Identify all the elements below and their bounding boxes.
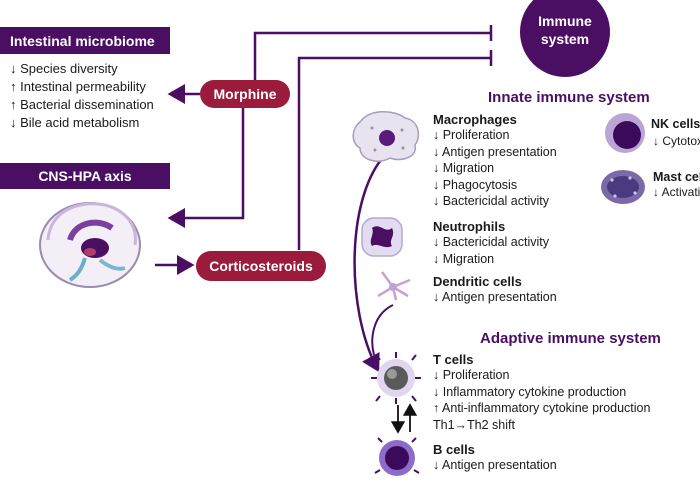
immune-line-2: system bbox=[540, 31, 590, 47]
nk-cell-icon bbox=[605, 113, 645, 153]
t-cells-item: ↑ Anti-inflammatory cytokine production bbox=[433, 401, 651, 415]
microbiome-title: Intestinal microbiome bbox=[10, 32, 155, 49]
nk-cells-title: NK cells bbox=[651, 117, 700, 131]
nk-cells-effects: ↓ Cytotoxicity bbox=[653, 133, 700, 150]
dendritic-cells-title: Dendritic cells bbox=[433, 274, 522, 289]
neutrophils-item: ↓ Migration bbox=[433, 251, 495, 266]
neutrophils-title: Neutrophils bbox=[433, 219, 506, 234]
t-cells-title: T cells bbox=[433, 352, 474, 367]
innate-section-title: Innate immune system bbox=[488, 89, 650, 106]
microbiome-item: ↓ Species diversity bbox=[10, 61, 118, 76]
mast-cells-title: Mast cells bbox=[653, 170, 700, 184]
macrophages-item: ↓ Antigen presentation bbox=[433, 144, 557, 159]
immune-system-label: Immune system bbox=[520, 12, 610, 48]
dendritic-to-tcell-curve bbox=[371, 304, 394, 356]
mast-cell-icon bbox=[601, 170, 645, 204]
dendritic-cells-block: Dendritic cells ↓ Antigen presentation bbox=[433, 274, 557, 306]
microbiome-item: ↑ Bacterial dissemination bbox=[10, 97, 154, 112]
microbiome-effects-list: ↓ Species diversity ↑ Intestinal permeab… bbox=[10, 60, 154, 132]
cns-banner: CNS-HPA axis bbox=[0, 163, 170, 189]
innate-to-adaptive-curve bbox=[353, 149, 391, 373]
dendritic-cell-icon bbox=[377, 271, 411, 301]
t-cells-item: ↓ Inflammatory cytokine production bbox=[433, 384, 627, 399]
brain-icon bbox=[39, 202, 141, 288]
corticosteroids-to-immune-line bbox=[297, 56, 490, 250]
neutrophil-icon bbox=[361, 217, 403, 257]
morphine-to-immune-line bbox=[253, 31, 490, 80]
macrophages-item: ↓ Bactericidal activity bbox=[433, 194, 550, 208]
morphine-label: Morphine bbox=[213, 86, 277, 102]
nk-cells-item: ↓ Cytotoxicity bbox=[653, 134, 700, 148]
macrophages-block: Macrophages ↓ Proliferation ↓ Antigen pr… bbox=[433, 112, 557, 210]
macrophage-icon bbox=[352, 111, 420, 162]
b-cells-title: B cells bbox=[433, 442, 475, 457]
t-cells-item: ↓ Proliferation bbox=[433, 368, 510, 382]
morphine-to-cns-arrow bbox=[167, 107, 245, 228]
microbiome-item: ↑ Intestinal permeability bbox=[10, 79, 146, 94]
b-cell-icon bbox=[374, 437, 420, 476]
immune-line-1: Immune bbox=[538, 13, 592, 29]
microbiome-banner: Intestinal microbiome bbox=[0, 27, 170, 54]
nk-cells-block: NK cells bbox=[651, 117, 700, 131]
morphine-pill: Morphine bbox=[200, 80, 290, 108]
macrophages-item: ↓ Proliferation bbox=[433, 128, 510, 142]
microbiome-item: ↓ Bile acid metabolism bbox=[10, 115, 140, 130]
t-cell-icon bbox=[371, 352, 421, 404]
neutrophils-item: ↓ Bactericidal activity bbox=[433, 235, 550, 249]
t-cells-block: T cells ↓ Proliferation ↓ Inflammatory c… bbox=[433, 352, 650, 433]
cns-title: CNS-HPA axis bbox=[38, 168, 132, 184]
dendritic-cells-item: ↓ Antigen presentation bbox=[433, 290, 557, 304]
adaptive-section-title: Adaptive immune system bbox=[480, 330, 661, 347]
neutrophils-block: Neutrophils ↓ Bactericidal activity ↓ Mi… bbox=[433, 219, 549, 267]
t-cells-item: Th1→Th2 shift bbox=[433, 417, 515, 432]
mast-cells-block: Mast cells ↓ Activation bbox=[653, 170, 700, 201]
macrophages-title: Macrophages bbox=[433, 112, 517, 127]
b-cells-item: ↓ Antigen presentation bbox=[433, 458, 557, 472]
corticosteroids-pill: Corticosteroids bbox=[196, 251, 326, 281]
immune-system-circle bbox=[520, 0, 610, 77]
corticosteroids-label: Corticosteroids bbox=[209, 258, 313, 274]
mast-cells-item: ↓ Activation bbox=[653, 185, 700, 199]
macrophages-item: ↓ Migration bbox=[433, 161, 495, 175]
b-cells-block: B cells ↓ Antigen presentation bbox=[433, 442, 557, 474]
macrophages-item: ↓ Phagocytosis bbox=[433, 177, 518, 192]
